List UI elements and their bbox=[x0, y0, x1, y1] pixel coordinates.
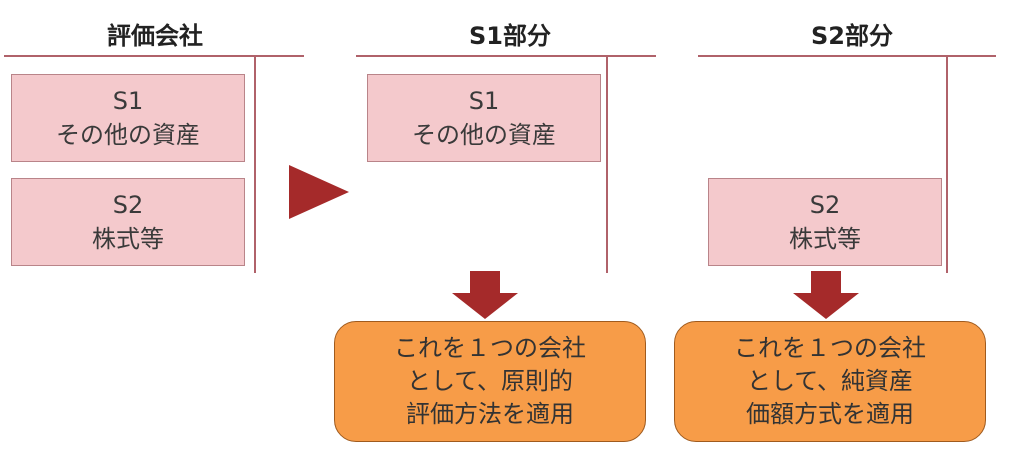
s1-down-arrow-icon bbox=[452, 271, 518, 319]
split-arrow-icon bbox=[289, 165, 349, 219]
s2-asset-desc: 株式等 bbox=[789, 225, 861, 253]
s2-asset-label: S2 bbox=[809, 191, 841, 219]
company-s1-label: S1 bbox=[112, 87, 144, 115]
s2-result-box: これを１つの会社 として、純資産 価額方式を適用 bbox=[674, 321, 986, 442]
company-title: 評価会社 bbox=[107, 22, 203, 50]
s2-result-line1: これを１つの会社 bbox=[734, 334, 926, 362]
s1-asset-label: S1 bbox=[468, 87, 500, 115]
s1-result-line2: として、原則的 bbox=[406, 367, 574, 395]
s1-result-box: これを１つの会社 として、原則的 評価方法を適用 bbox=[334, 321, 646, 442]
s2-title: S2部分 bbox=[811, 22, 893, 50]
company-s2-desc: 株式等 bbox=[92, 225, 164, 253]
s2-result-line3: 価額方式を適用 bbox=[746, 400, 914, 428]
company-s2-box: S2 株式等 bbox=[11, 178, 245, 266]
company-s1-box: S1 その他の資産 bbox=[11, 74, 245, 162]
company-s1-desc: その他の資産 bbox=[56, 121, 200, 149]
s1-asset-box: S1 その他の資産 bbox=[367, 74, 601, 162]
s2-divider bbox=[946, 55, 948, 273]
s2-asset-box: S2 株式等 bbox=[708, 178, 942, 266]
s2-down-arrow-icon bbox=[793, 271, 859, 319]
s1-header-rule bbox=[356, 55, 656, 57]
company-s2-label: S2 bbox=[112, 191, 144, 219]
s1-asset-desc: その他の資産 bbox=[412, 121, 556, 149]
s1-result-line1: これを１つの会社 bbox=[394, 334, 586, 362]
s1-title: S1部分 bbox=[469, 22, 551, 50]
company-header-rule bbox=[4, 55, 304, 57]
s2-result-line2: として、純資産 bbox=[746, 367, 914, 395]
s1-result-line3: 評価方法を適用 bbox=[406, 400, 574, 428]
s1-divider bbox=[606, 55, 608, 273]
s2-header-rule bbox=[698, 55, 996, 57]
company-divider bbox=[254, 55, 256, 273]
